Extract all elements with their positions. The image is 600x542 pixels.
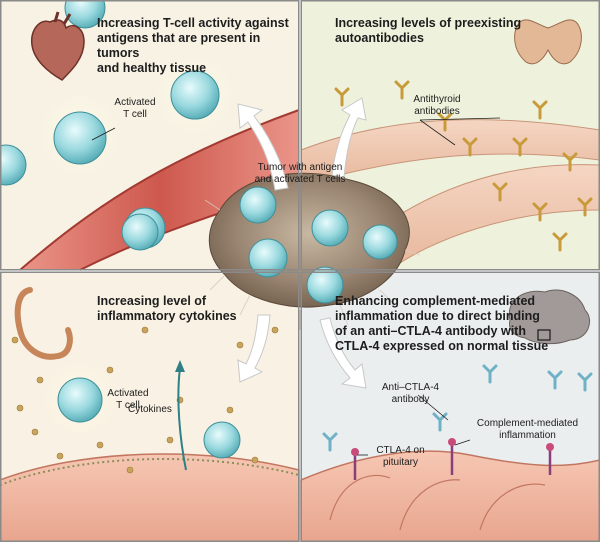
label-tumor: Tumor with antigen and activated T cells	[254, 162, 346, 185]
label-ctla4-pituitary: CTLA-4 on pituitary	[376, 445, 425, 468]
label-complement: Complement-mediated inflammation	[476, 418, 579, 441]
t-cell	[64, 0, 106, 29]
t-cell	[121, 213, 159, 251]
cytokine-arrow	[177, 367, 187, 471]
anti-ctla4-antibodies	[322, 364, 593, 452]
t-cell	[306, 266, 344, 304]
brain-icon	[508, 289, 590, 345]
panel-title-bottom-left: Increasing level of inflammatory cytokin…	[97, 294, 237, 323]
t-cell	[248, 238, 288, 278]
antithyroid-antibodies	[334, 80, 593, 252]
leader-lines	[91, 117, 501, 456]
t-cell	[311, 209, 349, 247]
ctla4-receptors	[351, 438, 554, 480]
t-cell	[57, 377, 103, 423]
arrows	[237, 97, 367, 389]
heart-icon	[31, 11, 85, 81]
t-cell	[362, 224, 398, 260]
panel-title-bottom-right: Enhancing complement-mediated inflammati…	[335, 294, 549, 353]
panel-title-top-right: Increasing levels of preexisting autoant…	[335, 16, 522, 45]
label-anti-ctla4-antibody: Anti–CTLA-4 antibody	[381, 382, 440, 405]
pituitary-tissue	[300, 450, 600, 542]
label-activated-t-cell-bottom: Activated T cell	[107, 388, 149, 411]
t-cell	[239, 186, 277, 224]
label-antithyroid-antibodies: Antithyroid antibodies	[413, 94, 461, 117]
thyroid-icon	[514, 19, 582, 65]
intestinal-tissue	[0, 453, 300, 542]
cytokine-dots	[11, 326, 279, 474]
t-cell	[0, 144, 27, 186]
label-cytokines: Cytokines	[128, 404, 172, 415]
colon-icon	[14, 287, 73, 360]
label-activated-t-cell-top: Activated T cell	[114, 97, 156, 120]
t-cell	[170, 70, 220, 120]
t-cell	[53, 111, 107, 165]
t-cell	[203, 421, 241, 459]
panel-title-top-left: Increasing T-cell activity against antig…	[97, 16, 289, 75]
